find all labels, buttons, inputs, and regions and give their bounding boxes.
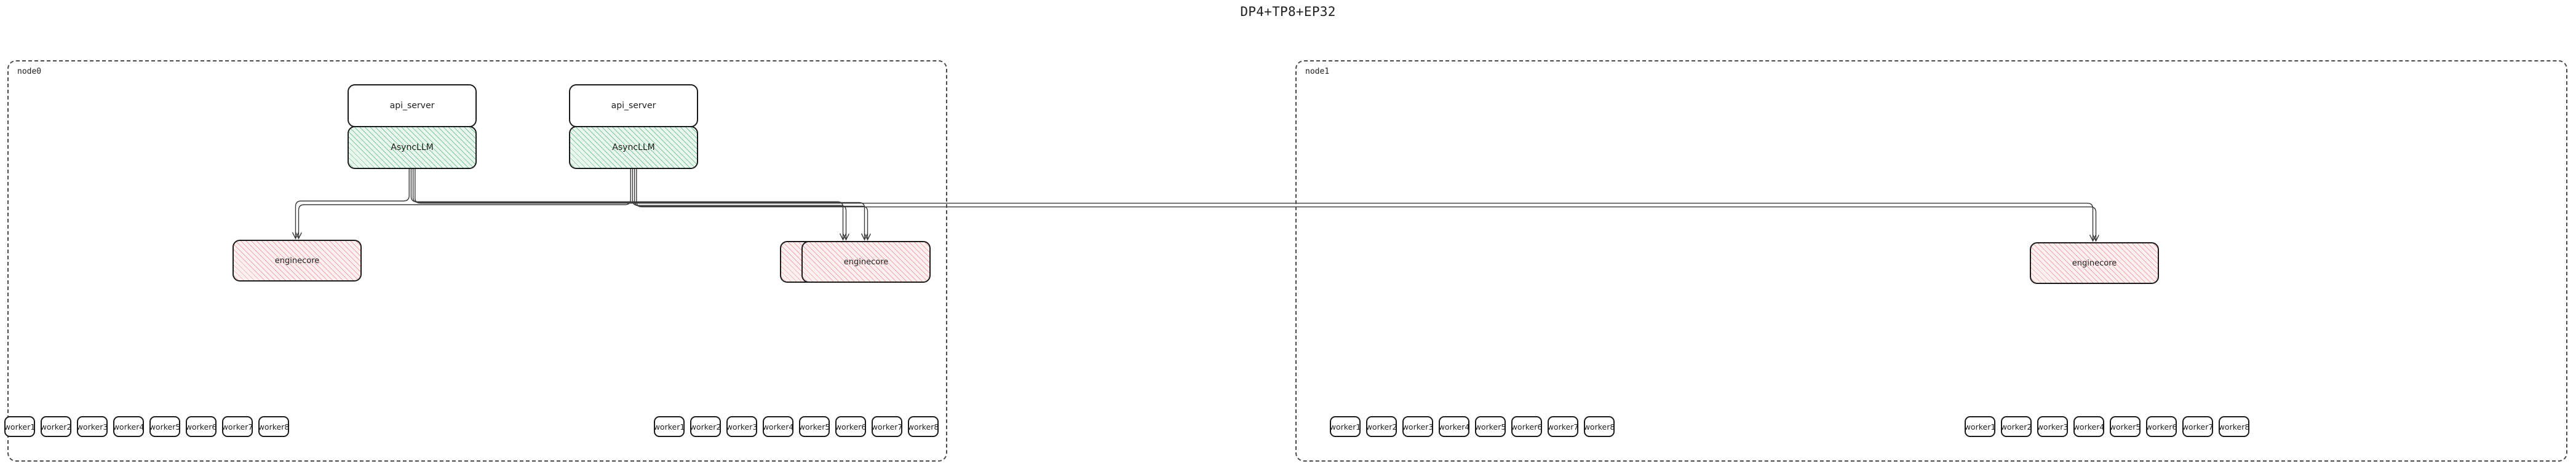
enginecore-box[interactable]: enginecore bbox=[233, 240, 362, 282]
worker-box[interactable]: worker5 bbox=[2110, 416, 2141, 437]
worker-box-label: worker7 bbox=[871, 422, 903, 432]
worker-box-label: worker1 bbox=[1964, 422, 1996, 432]
worker-box[interactable]: worker7 bbox=[1548, 416, 1578, 437]
worker-box-label: worker8 bbox=[2218, 422, 2250, 432]
enginecore-box[interactable]: enginecore bbox=[2030, 242, 2159, 284]
worker-box-label: worker1 bbox=[4, 422, 36, 432]
worker-box[interactable]: worker1 bbox=[1330, 416, 1361, 437]
worker-box-label: worker4 bbox=[1438, 422, 1470, 432]
worker-box[interactable]: worker7 bbox=[2182, 416, 2213, 437]
worker-box[interactable]: worker1 bbox=[654, 416, 685, 437]
worker-box[interactable]: worker7 bbox=[222, 416, 253, 437]
api-server-box[interactable]: api_server bbox=[569, 84, 698, 127]
worker-box[interactable]: worker5 bbox=[149, 416, 180, 437]
worker-box[interactable]: worker8 bbox=[908, 416, 939, 437]
worker-box-label: worker3 bbox=[2037, 422, 2069, 432]
worker-box-label: worker6 bbox=[2145, 422, 2177, 432]
worker-box-label: worker1 bbox=[653, 422, 685, 432]
worker-box[interactable]: worker3 bbox=[1402, 416, 1433, 437]
enginecore-box-label: enginecore bbox=[2072, 258, 2117, 268]
worker-box-label: worker8 bbox=[258, 422, 290, 432]
node-cluster-node0: node0 bbox=[7, 60, 947, 462]
node-cluster-label-node1: node1 bbox=[1305, 67, 1330, 76]
worker-box[interactable]: worker6 bbox=[835, 416, 866, 437]
worker-box-label: worker6 bbox=[185, 422, 217, 432]
worker-box-label: worker4 bbox=[113, 422, 145, 432]
worker-box-label: worker4 bbox=[2073, 422, 2105, 432]
node-cluster-node1: node1 bbox=[1295, 60, 2567, 462]
worker-box-label: worker7 bbox=[221, 422, 253, 432]
worker-box[interactable]: worker5 bbox=[1475, 416, 1506, 437]
worker-box[interactable]: worker4 bbox=[1439, 416, 1469, 437]
api-server-box-label: api_server bbox=[389, 101, 435, 111]
asyncllm-box-label: AsyncLLM bbox=[391, 143, 434, 152]
worker-box[interactable]: worker6 bbox=[186, 416, 217, 437]
asyncllm-box-label: AsyncLLM bbox=[612, 143, 655, 152]
worker-box[interactable]: worker1 bbox=[1965, 416, 1995, 437]
api-server-box-label: api_server bbox=[611, 101, 656, 111]
worker-box[interactable]: worker2 bbox=[690, 416, 721, 437]
worker-box[interactable]: worker8 bbox=[2219, 416, 2249, 437]
worker-box-label: worker2 bbox=[2000, 422, 2032, 432]
worker-box[interactable]: worker5 bbox=[799, 416, 830, 437]
worker-box-label: worker8 bbox=[907, 422, 939, 432]
node-cluster-label-node0: node0 bbox=[17, 67, 42, 76]
worker-box[interactable]: worker6 bbox=[2146, 416, 2177, 437]
worker-box-label: worker2 bbox=[1366, 422, 1397, 432]
worker-box-label: worker5 bbox=[798, 422, 830, 432]
worker-box-label: worker5 bbox=[149, 422, 181, 432]
api-server-box[interactable]: api_server bbox=[348, 84, 477, 127]
worker-box-label: worker3 bbox=[76, 422, 108, 432]
worker-box-label: worker1 bbox=[1329, 422, 1361, 432]
worker-box[interactable]: worker3 bbox=[77, 416, 108, 437]
worker-box-label: worker7 bbox=[2182, 422, 2214, 432]
enginecore-box-label: enginecore bbox=[843, 257, 889, 267]
enginecore-box-label: enginecore bbox=[274, 256, 320, 266]
worker-box-label: worker5 bbox=[2109, 422, 2141, 432]
worker-box-label: worker8 bbox=[1583, 422, 1615, 432]
worker-box[interactable]: worker7 bbox=[872, 416, 902, 437]
worker-box-label: worker4 bbox=[762, 422, 794, 432]
worker-box[interactable]: worker4 bbox=[113, 416, 144, 437]
worker-box[interactable]: worker2 bbox=[2001, 416, 2032, 437]
worker-box[interactable]: worker2 bbox=[1366, 416, 1397, 437]
worker-box[interactable]: worker2 bbox=[41, 416, 71, 437]
worker-box-label: worker6 bbox=[1511, 422, 1543, 432]
worker-box-label: worker3 bbox=[726, 422, 758, 432]
worker-box-label: worker6 bbox=[835, 422, 867, 432]
worker-box[interactable]: worker4 bbox=[763, 416, 793, 437]
worker-box-label: worker2 bbox=[40, 422, 72, 432]
asyncllm-box[interactable]: AsyncLLM bbox=[348, 126, 477, 169]
worker-box-label: worker3 bbox=[1402, 422, 1434, 432]
worker-box-label: worker5 bbox=[1474, 422, 1506, 432]
worker-box[interactable]: worker3 bbox=[2037, 416, 2068, 437]
worker-box[interactable]: worker4 bbox=[2073, 416, 2104, 437]
page-title: DP4+TP8+EP32 bbox=[1240, 4, 1336, 19]
enginecore-box[interactable]: enginecore bbox=[801, 241, 931, 283]
worker-box-label: worker7 bbox=[1547, 422, 1579, 432]
asyncllm-box[interactable]: AsyncLLM bbox=[569, 126, 698, 169]
worker-box[interactable]: worker6 bbox=[1511, 416, 1542, 437]
worker-box[interactable]: worker8 bbox=[1584, 416, 1615, 437]
worker-box[interactable]: worker1 bbox=[4, 416, 35, 437]
worker-box[interactable]: worker3 bbox=[726, 416, 757, 437]
worker-box-label: worker2 bbox=[690, 422, 722, 432]
worker-box[interactable]: worker8 bbox=[258, 416, 289, 437]
